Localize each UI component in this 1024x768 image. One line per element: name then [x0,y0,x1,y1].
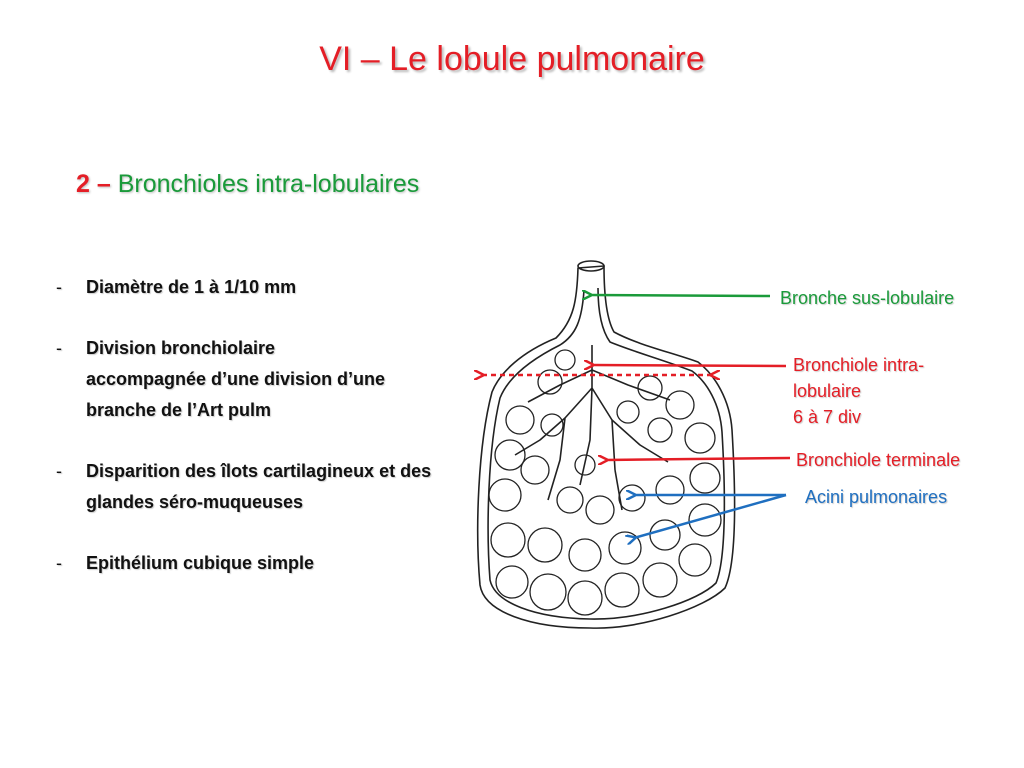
bronchiole-branches [514,345,671,511]
subtitle-number: 2 – [76,170,111,198]
lobule-outer-outline [476,265,736,629]
label-bronchiole-terminale: Bronchiole terminale [796,450,961,470]
bullet-text: Diamètre de 1 à 1/10 mm [86,277,297,297]
bronchus-opening [577,260,605,272]
bullet-list: - Diamètre de 1 à 1/10 mm - Division bro… [54,272,454,609]
subtitle-text: Bronchioles intra-lobulaires [117,170,420,198]
bronchiole-terminale-arrow [606,458,791,460]
bullet-text: Division bronchiolaire accompagnée d’une… [86,338,386,420]
bronche-sus-arrow [590,295,771,296]
label-bronchiole-intra-lobulaire: Bronchiole intra- lobulaire 6 à 7 div [793,352,924,430]
bullet-dash: - [56,277,62,297]
bullet-dash: - [56,338,62,358]
slide-title: VI – Le lobule pulmonaire [319,40,705,78]
lobule-drawing [476,260,736,629]
bullet-item-diametre: - Diamètre de 1 à 1/10 mm [54,272,454,303]
bullet-item-disparition: - Disparition des îlots cartilagineux et… [54,456,476,518]
lobule-inner-outline [487,287,726,620]
bullet-dash: - [56,553,62,573]
label-bronche-sus-lobulaire: Bronche sus-lobulaire [780,288,955,308]
bullet-item-epithelium: - Epithélium cubique simple [54,548,454,579]
bronchiole-intra-arrow [592,365,787,366]
acini-clusters [488,349,722,616]
bullet-item-division: - Division bronchiolaire accompagnée d’u… [54,333,386,426]
bullet-text: Epithélium cubique simple [86,553,315,573]
label-acini-pulmonaires: Acini pulmonaires [805,487,948,507]
label-bronchiole-intra-line2: lobulaire [793,381,862,401]
bullet-text: Disparition des îlots cartilagineux et d… [86,461,432,512]
acini-arrow-lower [634,493,787,538]
label-bronchiole-intra-line3: 6 à 7 div [793,407,862,427]
label-bronchiole-intra-line1: Bronchiole intra- [793,355,925,375]
section-subtitle: 2 – Bronchioles intra-lobulaires [76,170,419,199]
bullet-dash: - [56,461,62,481]
